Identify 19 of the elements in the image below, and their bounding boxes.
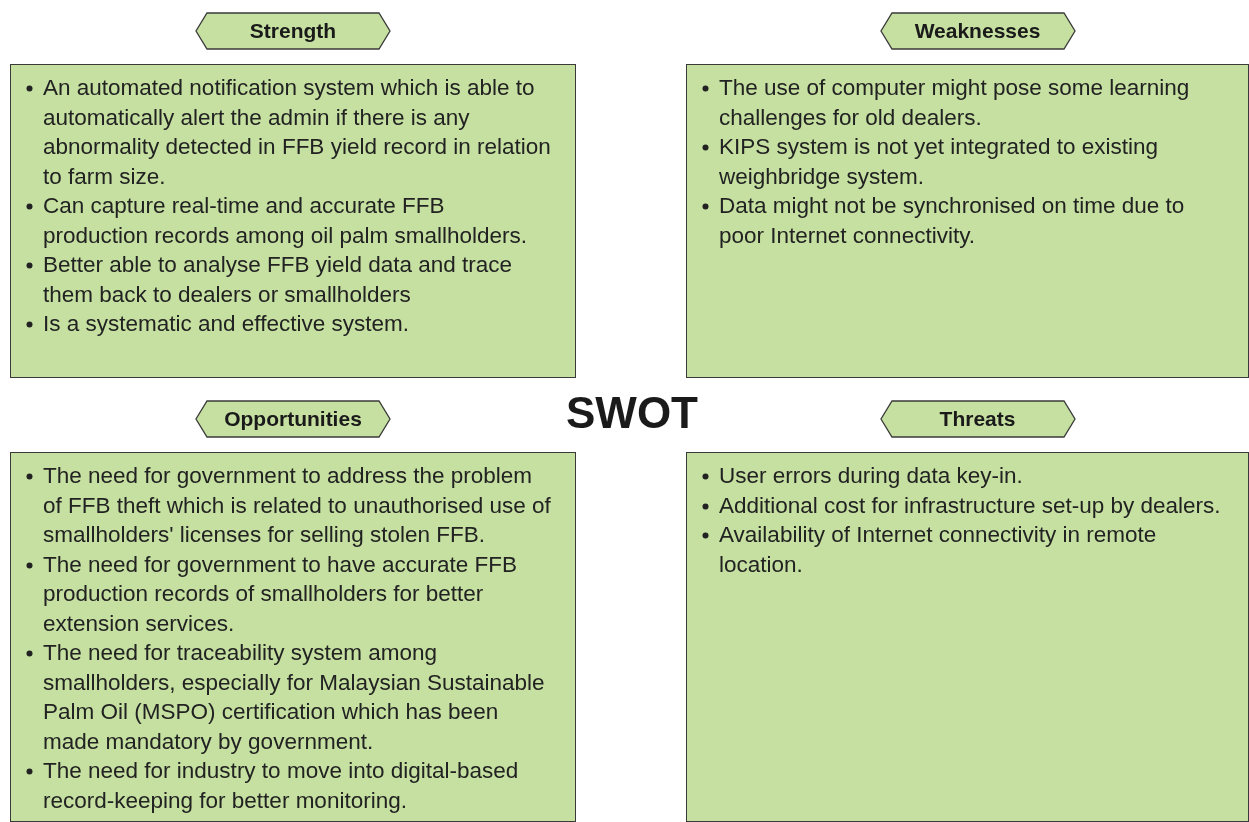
bullet-text: KIPS system is not yet integrated to existing weighbridge system.	[719, 134, 1158, 189]
heading-tag: Opportunities	[195, 400, 391, 438]
bullet-text: The need for government to have accurate FFB production records of smallholders for better extension services.	[43, 551, 517, 636]
bullet-text: The need for traceability system among smallholders, especially for Malaysian Sustainable Palm Oil (MSPO) certification which has been made mandatory by government.	[43, 640, 545, 754]
bullet-text: Availability of Internet connectivity in remote location.	[719, 522, 1157, 577]
bullet-text: The need for government to address the problem of FFB theft which is related to unauthorised use of smallholders' licenses for selling stolen FFB.	[43, 463, 551, 547]
bullet-text: Data might not be synchronised on time due to poor Internet connectivity.	[719, 193, 1185, 248]
heading-tag: Weaknesses	[879, 12, 1076, 50]
bullet-text: Can capture real-time and accurate FFB production records among oil palm smallholders.	[43, 193, 527, 248]
bullet-text: User errors during data key-in.	[719, 463, 1023, 488]
heading-tag: Threats	[879, 400, 1076, 438]
heading-tag: Strength	[195, 12, 391, 50]
diagram-title: SWOT	[565, 388, 699, 438]
bullet-text: The use of computer might pose some learning challenges for old dealers.	[719, 75, 1190, 130]
bullet-text: The need for industry to move into digital-based record-keeping for better monitoring.	[43, 758, 519, 813]
bullet-text: Additional cost for infrastructure set-up by dealers.	[719, 492, 1221, 518]
bullet-text: Is a systematic and effective system.	[43, 311, 409, 336]
bullet-text: An automated notification system which is able to automatically alert the admin if there is any abnormality detected in FFB yield record in relation to farm size.	[43, 75, 551, 189]
bullet-text: Better able to analyse FFB yield data and trace them back to dealers or smallholders	[43, 252, 513, 307]
